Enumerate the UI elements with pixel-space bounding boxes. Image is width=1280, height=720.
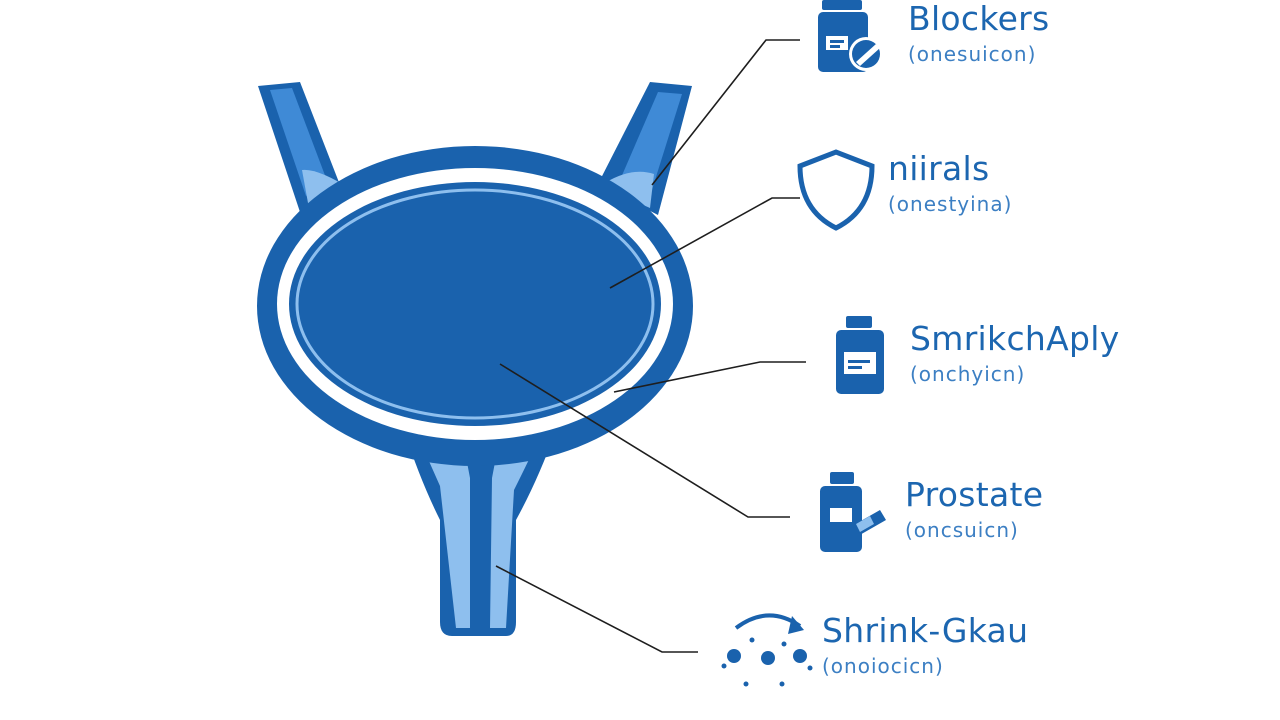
label-title: Blockers [908,0,1050,38]
leader-line-3 [613,361,806,393]
bladder [257,146,693,466]
leader-line-1 [651,39,800,186]
label-prostate: Prostate (oncsuicn) [905,478,1043,540]
medicine-bottle-icon [836,316,884,394]
label-smrikchaply: SmrikchAply (onchyicn) [910,322,1120,384]
label-title: niirals [888,149,990,188]
label-subtitle: (onesuicon) [908,42,1037,66]
urethra [404,430,556,636]
shrink-cells-icon [721,613,813,687]
label-subtitle: (onestyina) [888,192,1013,216]
label-title: SmrikchAply [910,319,1120,358]
leader-line-2 [609,197,800,289]
label-subtitle: (onoiocicn) [822,654,944,678]
label-subtitle: (oncsuicn) [905,518,1019,542]
label-title: Prostate [905,475,1044,514]
leader-line-5 [495,565,698,653]
label-subtitle: (onchyicn) [910,362,1026,386]
bottle-syringe-icon [820,472,886,552]
label-niirals: niirals (onestyina) [888,152,1012,214]
label-shrink-gkau: Shrink-Gkau (onoiocicn) [822,614,1028,676]
label-title: Shrink-Gkau [822,611,1029,650]
right-ureter [598,82,692,215]
leader-line-4 [499,363,790,518]
pill-bottle-icon [818,0,883,72]
shield-icon [797,149,875,231]
label-blockers: Blockers (onesuicon) [908,2,1050,64]
leader-lines [495,39,806,653]
